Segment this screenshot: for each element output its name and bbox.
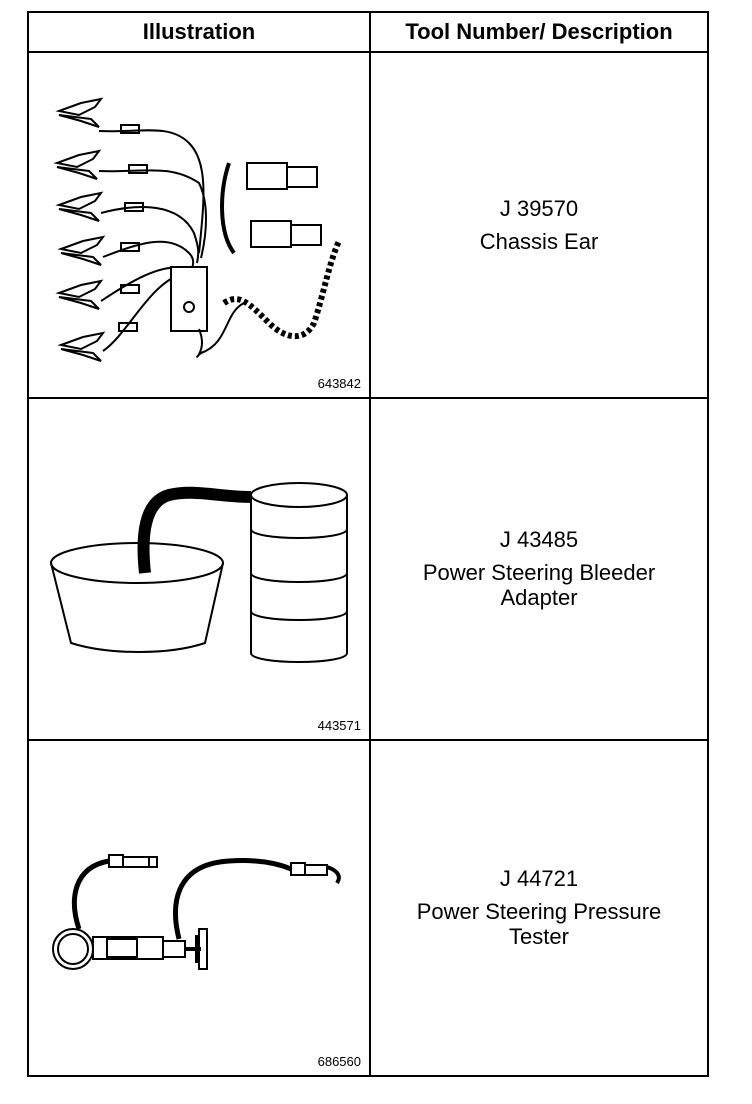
figure-id: 443571: [317, 718, 361, 733]
tool-description: Power Steering Pressure Tester: [416, 898, 662, 949]
tool-description-cell: J 44721 Power Steering Pressure Tester: [371, 739, 707, 1075]
tool-description-cell: J 43485 Power Steering Bleeder Adapter: [371, 397, 707, 739]
tool-number: J 44721: [499, 865, 579, 891]
tool-description: Chassis Ear: [479, 229, 599, 254]
tools-table: Illustration Tool Number/ Description: [27, 11, 709, 1077]
bleeder-adapter-illustration: [50, 482, 348, 663]
tool-description: Power Steering Bleeder Adapter: [422, 559, 656, 610]
table-row: 643842 J 39570 Chassis Ear: [29, 53, 707, 399]
illustration-cell: 686560: [29, 739, 371, 1075]
figure-id: 643842: [317, 376, 361, 391]
figure-id: 686560: [317, 1054, 361, 1069]
illustration-cell: 443571: [29, 397, 371, 739]
clamp-icon: [53, 97, 106, 362]
header-tool-description: Tool Number/ Description: [371, 13, 707, 53]
chassis-ear-illustration: [53, 97, 342, 362]
tool-number: J 43485: [499, 526, 579, 552]
tool-description-cell: J 39570 Chassis Ear: [371, 53, 707, 397]
pressure-tester-illustration: [52, 854, 341, 970]
header-illustration: Illustration: [29, 13, 371, 53]
illustration-cell: 643842: [29, 53, 371, 397]
table-row: 443571 J 43485 Power Steering Bleeder Ad…: [29, 397, 707, 741]
tool-number: J 39570: [499, 196, 579, 221]
table-row: 686560 J 44721 Power Steering Pressure T…: [29, 739, 707, 1075]
